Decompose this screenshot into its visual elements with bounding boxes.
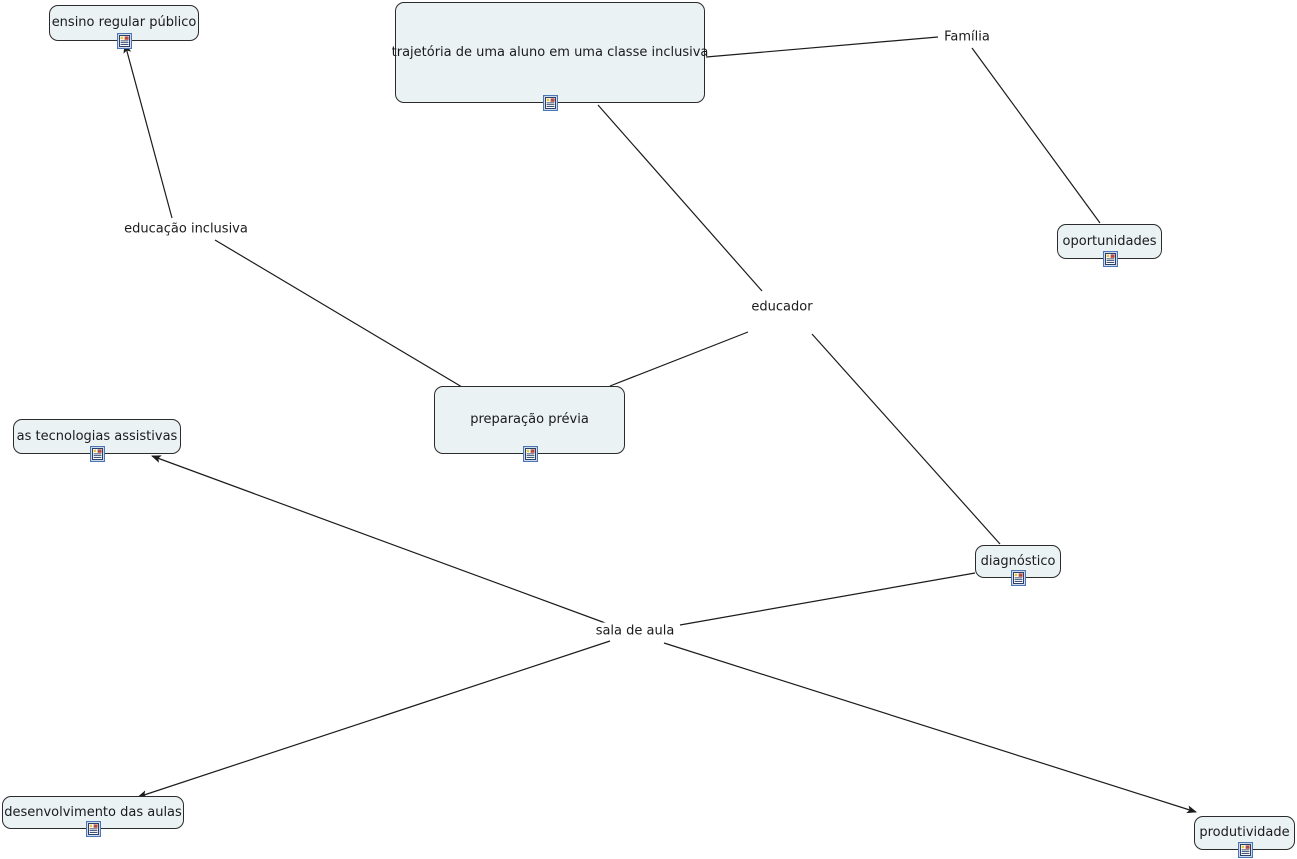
edge-sala-produtividade[interactable] bbox=[663, 642, 1197, 814]
node-desenvolvimento[interactable]: desenvolvimento das aulas bbox=[2, 796, 184, 837]
edge-educacao-ensino[interactable] bbox=[123, 43, 173, 219]
edge-trajetoria-familia[interactable] bbox=[705, 36, 939, 58]
edge-sala-desenvolvimento[interactable] bbox=[137, 640, 611, 798]
node-produtividade[interactable]: produtividade bbox=[1194, 816, 1295, 858]
node-label: oportunidades bbox=[1062, 233, 1157, 249]
note-document-icon[interactable] bbox=[522, 446, 538, 462]
edge-label-educador[interactable]: educador bbox=[748, 298, 816, 316]
edge-sala-tecnologias[interactable] bbox=[151, 455, 609, 625]
node-label: produtividade bbox=[1199, 825, 1290, 841]
note-document-icon[interactable] bbox=[90, 446, 105, 462]
edge-familia-oportunidades[interactable] bbox=[971, 47, 1101, 224]
edge-label-educacao-inclusiva[interactable]: educação inclusiva bbox=[121, 220, 251, 238]
edge-label-sala-de-aula[interactable]: sala de aula bbox=[592, 622, 678, 640]
node-ensino[interactable]: ensino regular público bbox=[49, 5, 199, 49]
node-label: as tecnologias assistivas bbox=[16, 428, 178, 444]
edge-diagnostico-sala[interactable] bbox=[679, 572, 976, 626]
note-document-icon[interactable] bbox=[1011, 570, 1026, 586]
edge-educador-diagnostico[interactable] bbox=[811, 333, 1001, 545]
note-document-icon[interactable] bbox=[86, 821, 101, 837]
node-label: diagnóstico bbox=[980, 553, 1056, 569]
node-label: ensino regular público bbox=[51, 15, 197, 31]
node-preparacao[interactable]: preparação prévia bbox=[434, 386, 625, 462]
edges-group bbox=[123, 36, 1197, 814]
edge-preparacao-educacao[interactable] bbox=[214, 239, 463, 388]
node-label: desenvolvimento das aulas bbox=[4, 804, 182, 820]
node-label: preparação prévia bbox=[470, 412, 589, 428]
node-label: trajetória de uma aluno em uma classe in… bbox=[391, 44, 709, 60]
node-diagnostico[interactable]: diagnóstico bbox=[975, 545, 1061, 586]
node-tecnologias[interactable]: as tecnologias assistivas bbox=[13, 419, 181, 462]
edge-label-familia[interactable]: Família bbox=[941, 28, 993, 46]
node-oportunidades[interactable]: oportunidades bbox=[1057, 224, 1162, 267]
edge-trajetoria-educador[interactable] bbox=[597, 104, 763, 292]
note-document-icon[interactable] bbox=[1102, 251, 1118, 267]
note-document-icon[interactable] bbox=[117, 33, 132, 49]
edge-educador-preparacao[interactable] bbox=[609, 331, 749, 387]
node-trajetoria[interactable]: trajetória de uma aluno em uma classe in… bbox=[392, 2, 708, 111]
note-document-icon[interactable] bbox=[1237, 842, 1253, 858]
note-document-icon[interactable] bbox=[543, 95, 558, 111]
